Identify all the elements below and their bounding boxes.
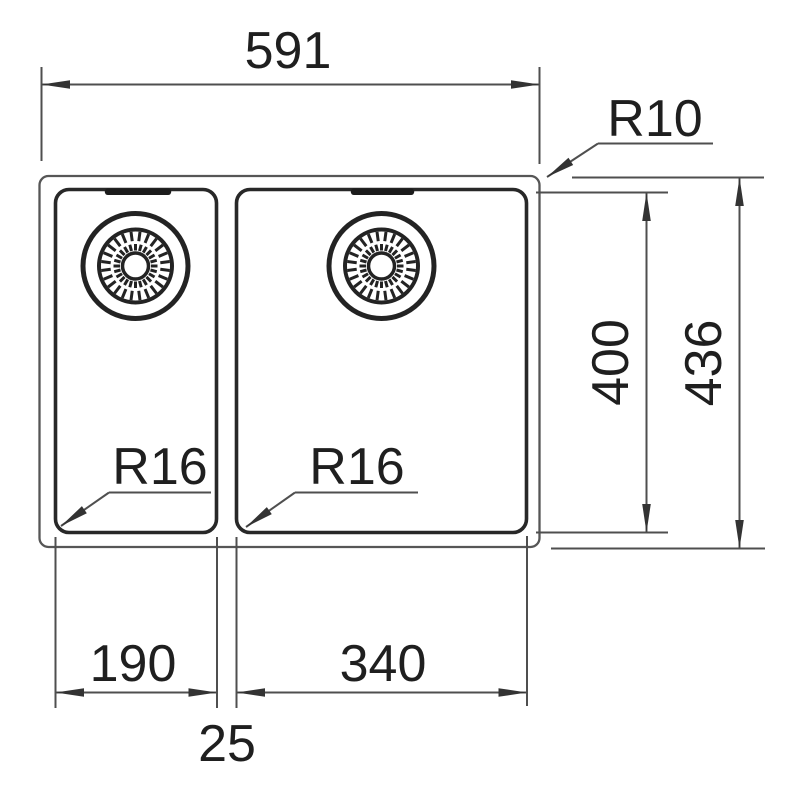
rim-radius-callout: R10 xyxy=(546,90,713,178)
bottom-dimensions: 190 340 25 xyxy=(54,536,528,773)
rim-radius-label: R10 xyxy=(607,90,702,148)
left-radius-leader-arrow xyxy=(60,491,110,527)
right-bowl-width-label: 340 xyxy=(340,635,427,693)
right-drain-mid-ring xyxy=(343,227,420,305)
left-drain-outer-ring xyxy=(80,211,191,321)
left-drain-outer-spokes xyxy=(101,231,170,301)
overall-depth-dimension: 436 xyxy=(551,176,765,550)
left-drain-hole xyxy=(120,251,151,281)
right-drain-icon xyxy=(326,211,437,321)
right-drain-outer-ring xyxy=(326,211,437,321)
right-bowl-radius-label: R16 xyxy=(309,438,404,496)
bowl-depth-label: 400 xyxy=(582,319,640,406)
sink-outline xyxy=(38,174,541,549)
right-drain-hole xyxy=(366,251,397,281)
left-drain-inner-spokes xyxy=(113,244,158,288)
left-bowl-width-label: 190 xyxy=(90,635,177,693)
sink-rim xyxy=(38,174,541,549)
left-bowl-radius-callout: R16 xyxy=(60,438,211,527)
bowl-gap-label: 25 xyxy=(198,715,256,773)
left-drain-mid-ring xyxy=(97,227,174,305)
left-bowl-radius-label: R16 xyxy=(112,438,207,496)
right-drain-outer-spokes xyxy=(347,231,416,301)
rim-radius-leader-arrow xyxy=(546,142,599,178)
overall-width-dimension: 591 xyxy=(40,22,541,164)
right-bowl-radius-callout: R16 xyxy=(245,438,418,528)
overall-width-label: 591 xyxy=(245,22,332,80)
overall-depth-label: 436 xyxy=(675,320,733,407)
left-drain-icon xyxy=(80,211,191,321)
right-radius-leader-arrow xyxy=(245,491,296,528)
right-drain-inner-spokes xyxy=(359,244,404,288)
bowl-depth-dimension: 400 xyxy=(536,191,668,534)
